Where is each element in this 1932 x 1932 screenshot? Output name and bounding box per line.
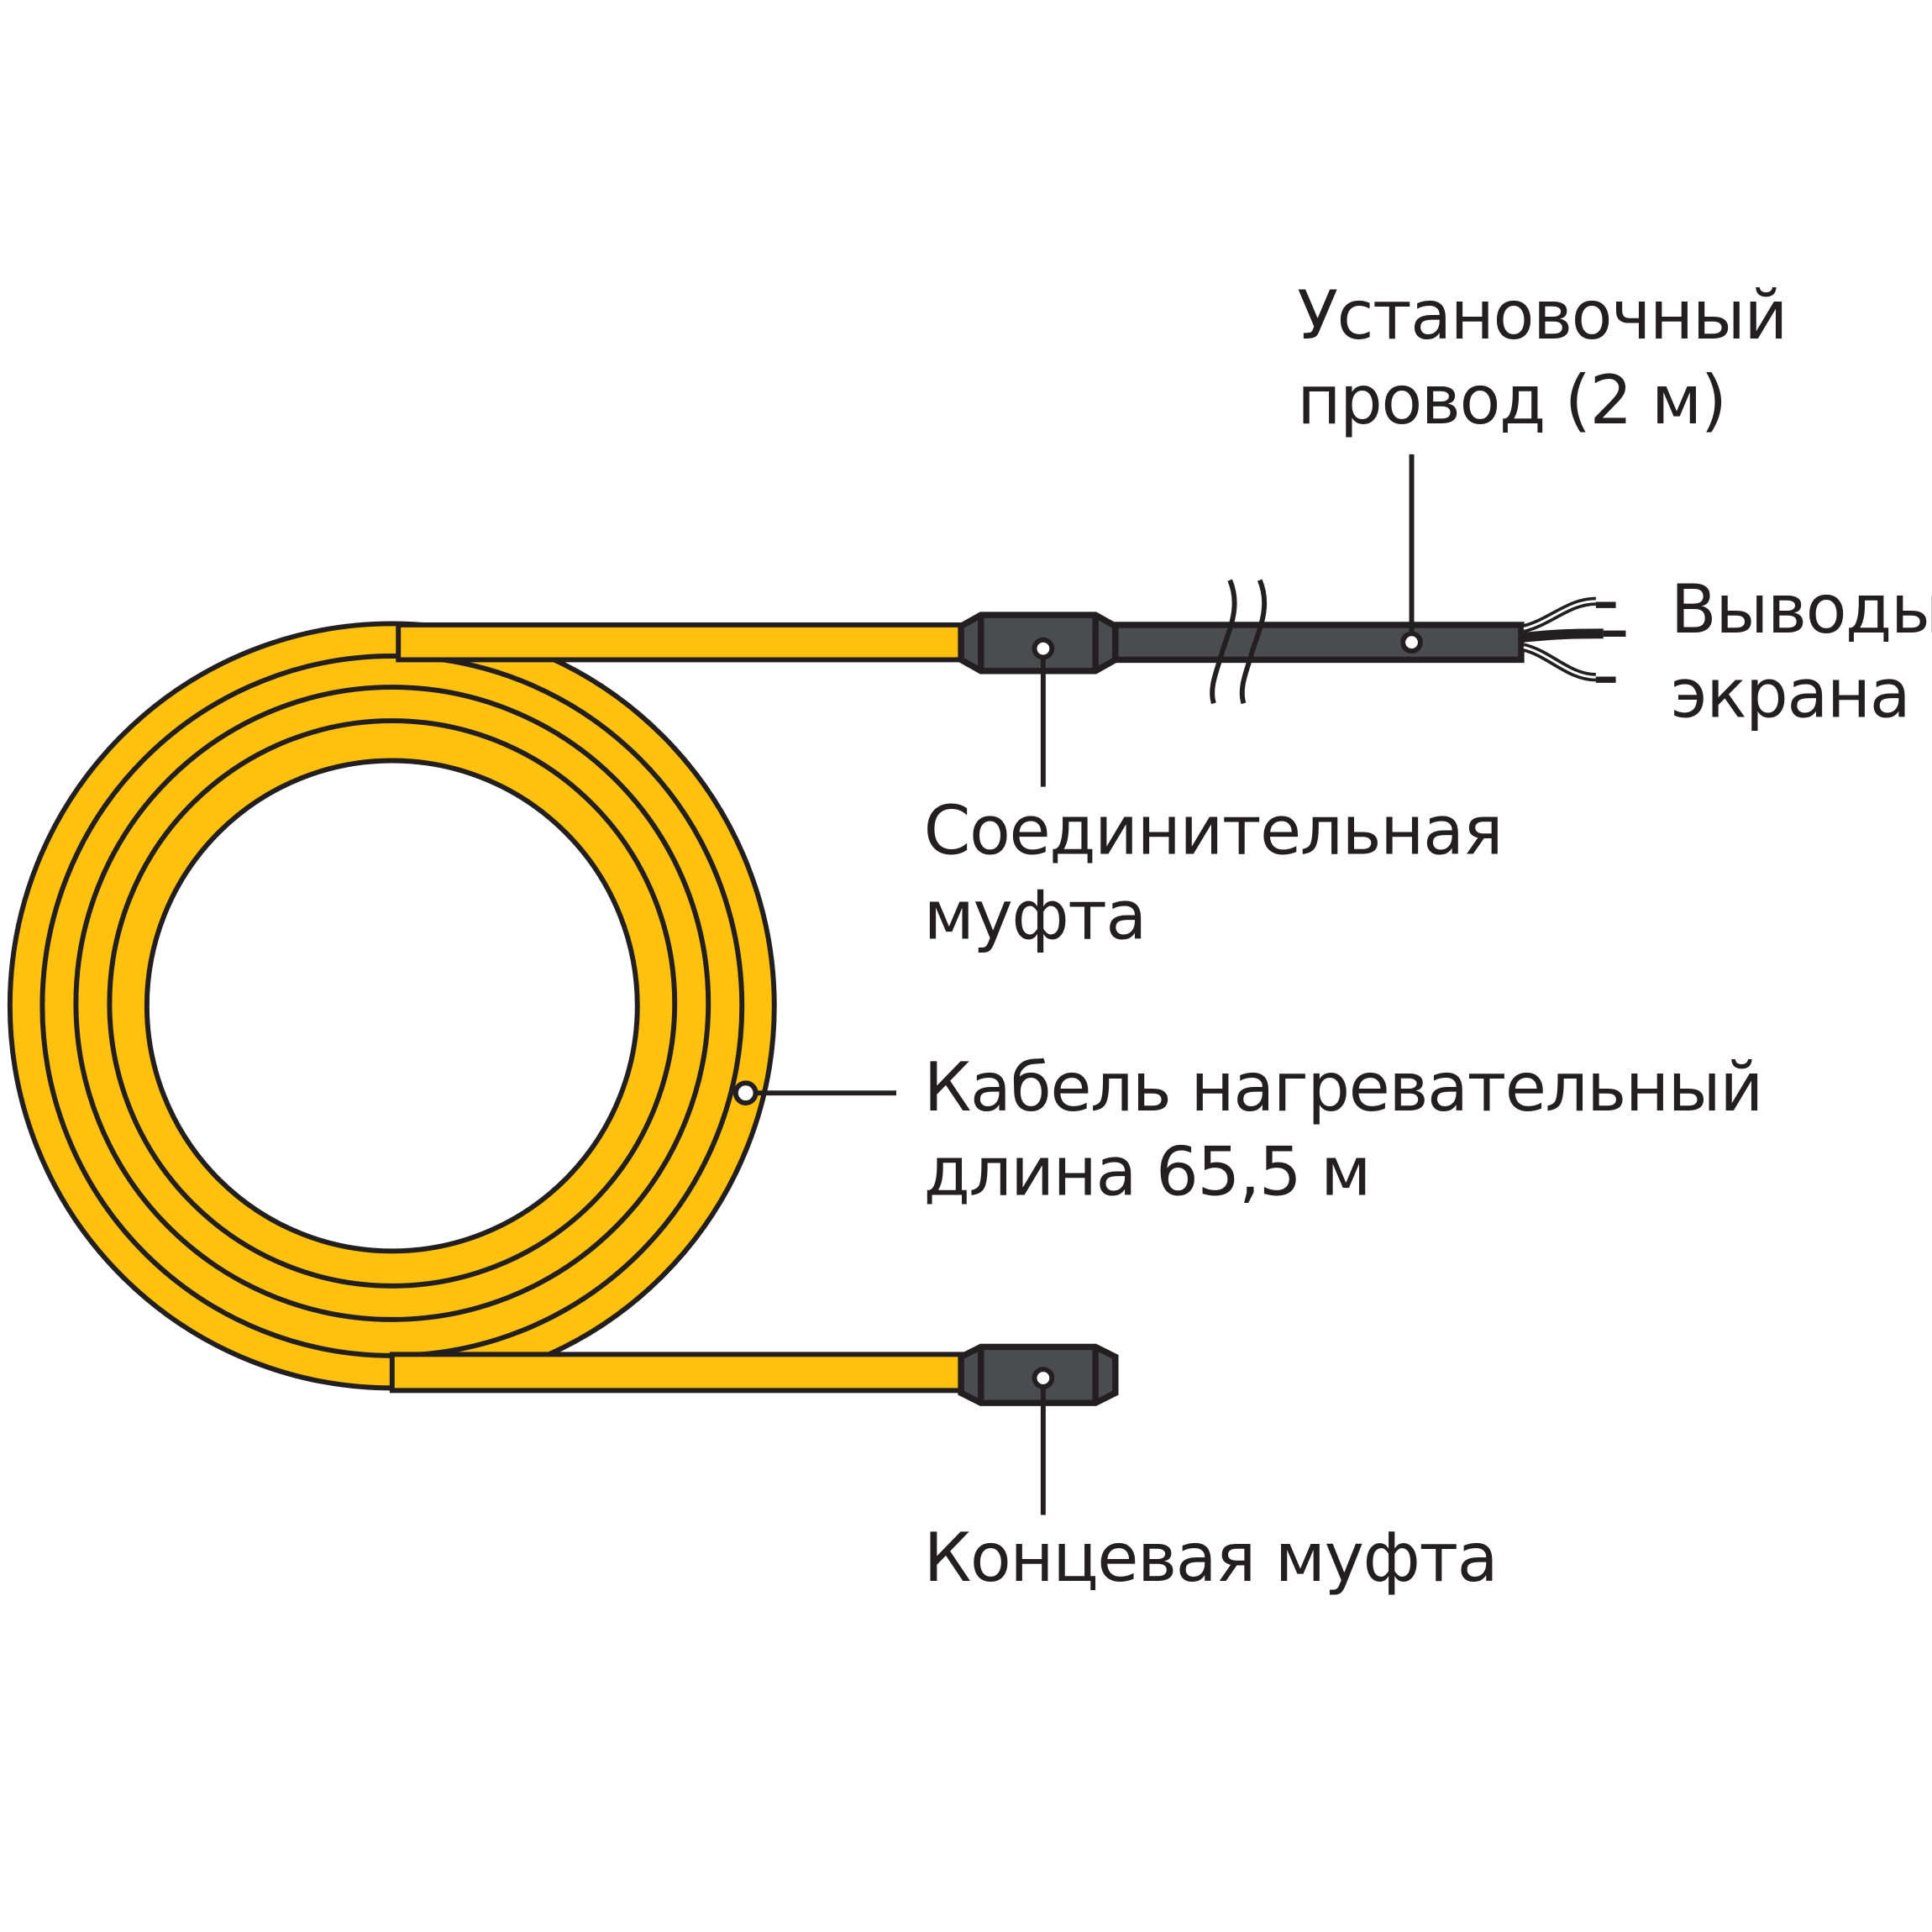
label-screen-leads: Выводы экрана — [1671, 570, 1932, 733]
heating-cable-coil — [7, 621, 777, 1391]
label-installation-wire: Установочный провод (2 м) — [1297, 276, 1807, 439]
installation-wire — [1112, 622, 1525, 664]
screen-lead-wires — [1522, 596, 1626, 683]
label-heating-cable: Кабель нагревательный длина 65,5 м — [924, 1048, 1782, 1211]
label-end-sleeve: Концевая муфта — [924, 1519, 1498, 1597]
callout-lines — [732, 454, 1423, 1515]
label-connecting-sleeve: Соединительная муфта — [924, 792, 1523, 955]
cable-lead-top — [396, 622, 968, 663]
wire-break-mark — [1210, 579, 1268, 705]
cable-lead-bottom — [389, 1352, 968, 1394]
